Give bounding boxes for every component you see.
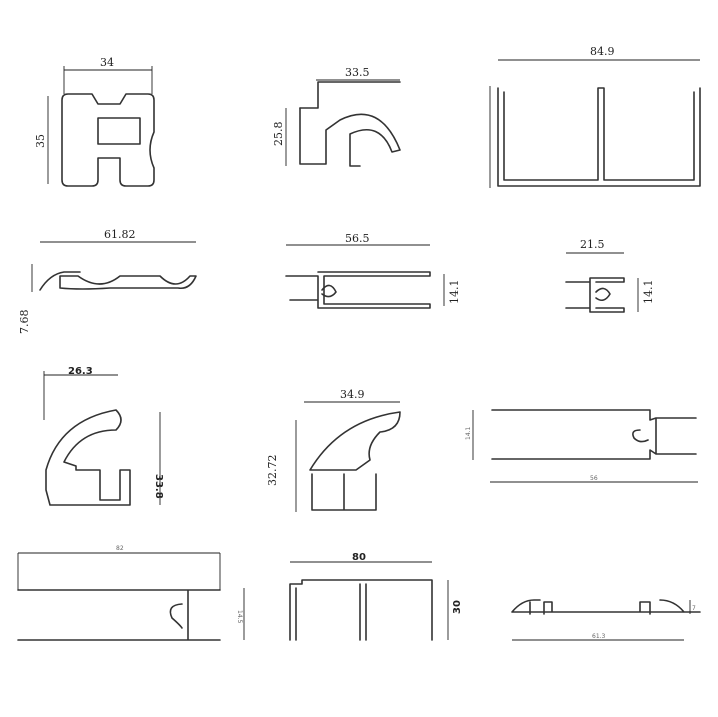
dim-height: 14.1: [465, 426, 472, 440]
dim-width: 61.82: [104, 228, 136, 241]
profile-9: 14.1 56: [465, 409, 698, 483]
profile-3: 84.9: [489, 45, 701, 188]
profile-4: 61.82 7.68: [18, 228, 197, 335]
dim-height: 25.8: [272, 122, 285, 147]
dim-width: 34: [100, 56, 114, 69]
dim-width: 80: [352, 552, 366, 563]
profile-8: 34.9 32.72: [266, 388, 401, 512]
dim-width: 84.9: [590, 45, 615, 58]
dim-width: 56: [590, 475, 598, 482]
profile-1: 34 35: [34, 56, 155, 187]
profile-10: 82 14.5: [17, 545, 245, 641]
dim-height: 7: [692, 605, 696, 612]
dim-width: 61.3: [592, 633, 606, 640]
dim-height: 14.1: [642, 280, 655, 305]
dim-height: 35: [34, 134, 47, 148]
dim-height: 7.68: [18, 310, 31, 335]
profile-2: 33.5 25.8: [272, 66, 401, 167]
profile-11: 80 30: [289, 552, 463, 641]
profile-7: 26.3 33.8: [43, 366, 164, 506]
profile-5: 56.5 14.1: [285, 232, 461, 309]
profile-12: 61.3 7: [511, 599, 701, 641]
dim-height: 33.8: [153, 474, 164, 499]
dim-height: 14.1: [448, 280, 461, 305]
dim-width: 34.9: [340, 388, 365, 401]
dim-height: 32.72: [266, 455, 279, 487]
dim-width: 56.5: [345, 232, 370, 245]
dim-width: 33.5: [345, 66, 370, 79]
dim-height: 30: [452, 600, 463, 614]
dim-height: 14.5: [236, 610, 243, 624]
dim-width: 82: [116, 545, 124, 552]
dim-width: 26.3: [68, 366, 93, 377]
dim-width: 21.5: [580, 238, 605, 251]
profile-6: 21.5 14.1: [565, 238, 655, 313]
